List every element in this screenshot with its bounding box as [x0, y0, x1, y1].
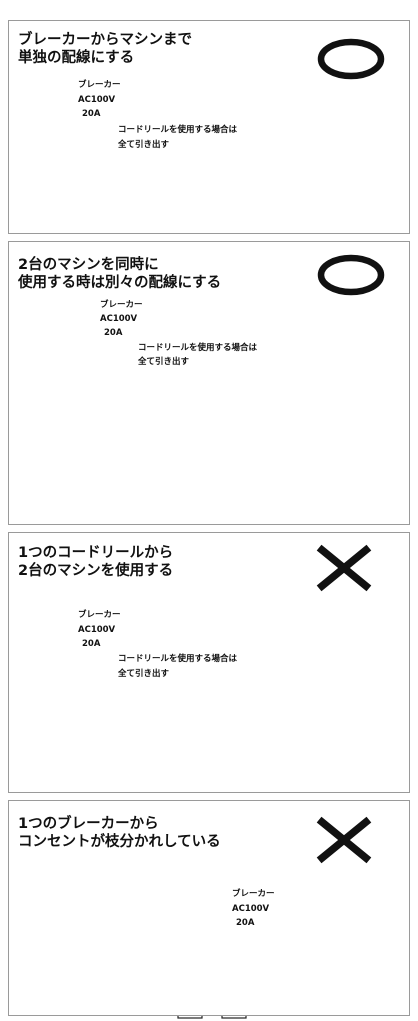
panel-2-breaker-amp: 20A — [104, 328, 123, 338]
panel-2-breaker-voltage: AC100V — [100, 314, 138, 324]
panel-1-title-line-2: 単独の配線にする — [18, 50, 135, 66]
panel-4-breaker-amp: 20A — [236, 918, 255, 928]
panel-2-title-line-2: 使用する時は別々の配線にする — [18, 275, 222, 291]
panel-1-reel-note-line-1: コードリールを使用する場合は — [118, 125, 238, 135]
panel-1-title-line-1: ブレーカーからマシンまで — [18, 32, 192, 48]
circle-ok-icon — [317, 38, 385, 80]
panel-4-title-line-2: コンセントが枝分かれしている — [18, 834, 221, 850]
panel-2-reel-note-line-2: 全て引き出す — [138, 357, 190, 367]
panel-2-title-line-1: 2台のマシンを同時に — [18, 257, 159, 273]
panel-1-breaker-voltage: AC100V — [78, 95, 116, 105]
panel-3-breaker-amp: 20A — [82, 639, 101, 649]
panel-4-breaker-voltage: AC100V — [232, 904, 270, 914]
panel-2-breaker-label: ブレーカー — [100, 300, 143, 310]
panel-1-breaker-label: ブレーカー — [78, 80, 121, 90]
panel-3-title-line-2: 2台のマシンを使用する — [18, 563, 174, 579]
panel-1-reel-note-line-2: 全て引き出す — [118, 140, 170, 150]
cross-ng-icon — [316, 544, 372, 592]
panel-4-title-line-1: 1つのブレーカーから — [18, 816, 159, 832]
panel-3 — [8, 532, 410, 793]
panel-1-breaker-amp: 20A — [82, 109, 101, 119]
panel-3-breaker-label: ブレーカー — [78, 610, 121, 620]
panel-3-title-line-1: 1つのコードリールから — [18, 545, 174, 561]
panel-3-reel-note-line-2: 全て引き出す — [118, 669, 170, 679]
panel-2-reel-note-line-1: コードリールを使用する場合は — [138, 343, 258, 353]
circle-ok-icon — [317, 254, 385, 296]
cross-ng-icon — [316, 816, 372, 864]
panel-1 — [8, 20, 410, 234]
panel-4-breaker-label: ブレーカー — [232, 889, 275, 899]
panel-3-reel-note-line-1: コードリールを使用する場合は — [118, 654, 238, 664]
panel-3-breaker-voltage: AC100V — [78, 625, 116, 635]
